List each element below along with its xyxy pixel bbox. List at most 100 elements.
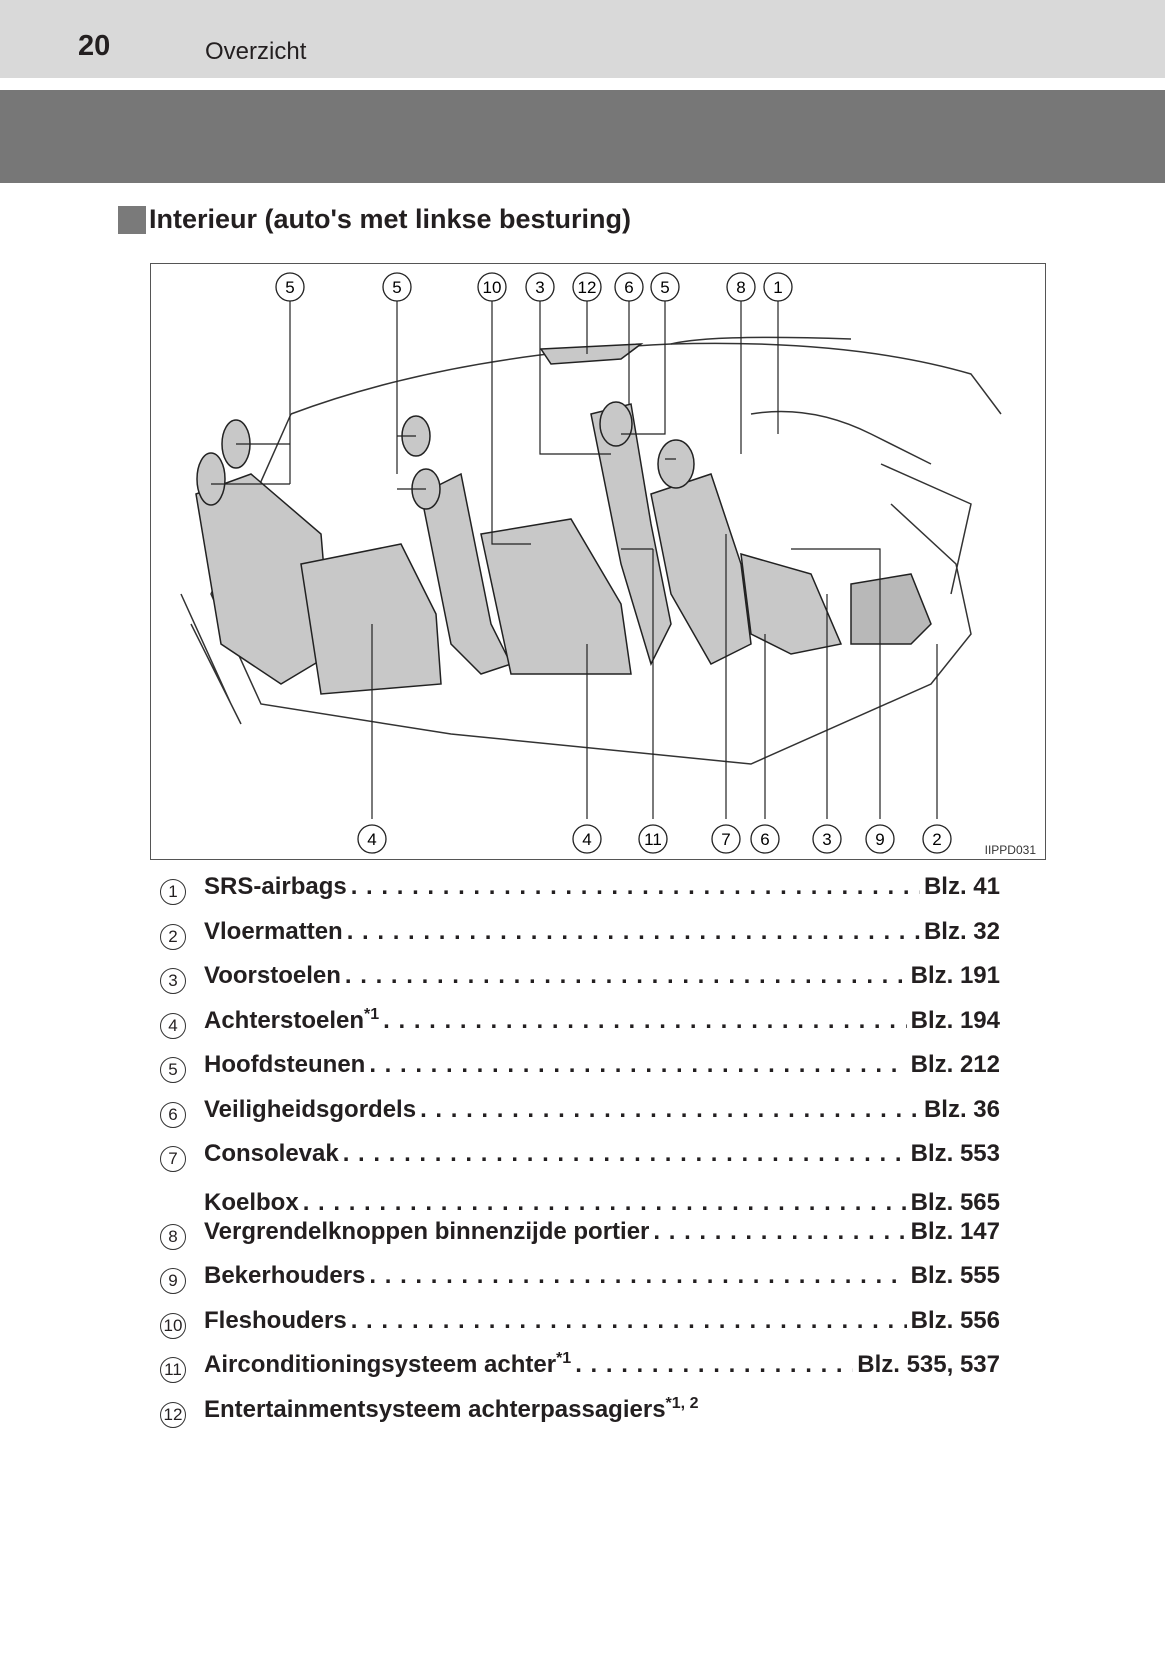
list-item: 1 SRS-airbags Blz. 41 bbox=[160, 872, 1000, 917]
item-label-text: Achterstoelen bbox=[204, 1006, 365, 1034]
item-page-ref: Blz. 41 bbox=[923, 873, 1000, 900]
item-number: 2 bbox=[160, 923, 186, 950]
callout-number: 4 bbox=[367, 830, 376, 849]
list-item: 7ConsolevakBlz. 553 bbox=[160, 1139, 1000, 1184]
callout-circle bbox=[382, 272, 412, 302]
callout-circle bbox=[275, 272, 305, 302]
item-number: 10 bbox=[160, 1312, 186, 1339]
callout-number: 8 bbox=[736, 278, 745, 297]
dot-leader bbox=[345, 962, 907, 990]
item-label: Airconditioningsysteem achter*1 bbox=[204, 1350, 571, 1379]
item-label-text: SRS-airbags bbox=[204, 873, 347, 900]
item-footnote: *1 bbox=[364, 1005, 380, 1023]
item-page-ref: Blz. 535, 537 bbox=[857, 1351, 1000, 1378]
callout-circle bbox=[572, 272, 602, 302]
list-item: 11 Airconditioningsysteem achter*1 Blz. 53… bbox=[160, 1350, 1000, 1395]
page-header: 20 Overzicht bbox=[0, 0, 1165, 78]
callout-number: 5 bbox=[285, 278, 294, 297]
item-label: Fleshouders bbox=[204, 1306, 347, 1335]
callout-circle bbox=[812, 824, 842, 854]
list-item: 2 Vloermatten Blz. 32 bbox=[160, 917, 1000, 962]
item-page-ref: Blz. 555 bbox=[910, 1262, 1000, 1289]
chapter-band bbox=[0, 90, 1165, 183]
callout-number: 3 bbox=[535, 278, 544, 297]
item-footnote: *1, 2 bbox=[665, 1394, 699, 1412]
item-label: Vloermatten bbox=[204, 917, 343, 946]
item-label: Entertainmentsysteem achterpassagiers*1,… bbox=[204, 1395, 698, 1424]
callout-number: 6 bbox=[624, 278, 633, 297]
item-label-text: Vloermatten bbox=[204, 917, 343, 945]
item-page-ref: Blz. 32 bbox=[923, 917, 1000, 945]
item-label: Consolevak bbox=[204, 1139, 339, 1168]
callout-number: 12 bbox=[578, 278, 597, 297]
dot-leader bbox=[369, 1262, 906, 1290]
list-item: 6 Veiligheidsgordels Blz. 36 bbox=[160, 1095, 1000, 1140]
item-page-ref: Blz. 36 bbox=[923, 1095, 1000, 1123]
callout-circle bbox=[711, 824, 741, 854]
callout-number: 7 bbox=[721, 830, 730, 849]
callout-circle bbox=[763, 272, 793, 302]
item-label: Hoofdsteunen bbox=[204, 1050, 365, 1079]
callout-number: 10 bbox=[483, 278, 502, 297]
item-label-text: Consolevak bbox=[204, 1140, 339, 1167]
item-page-ref: Blz. 556 bbox=[910, 1306, 1000, 1334]
item-number: 12 bbox=[160, 1401, 186, 1428]
item-label-text: Koelbox bbox=[204, 1188, 299, 1216]
list-item: 12 Entertainmentsysteem achterpassagiers*… bbox=[160, 1395, 1000, 1440]
heading-marker bbox=[118, 205, 146, 234]
callout-number: 1 bbox=[773, 278, 782, 297]
item-label: Koelbox bbox=[204, 1188, 299, 1217]
item-number: 4 bbox=[160, 1012, 186, 1039]
section-heading: Interieur (auto's met linkse besturing) bbox=[118, 204, 631, 235]
list-item: 5HoofdsteunenBlz. 212 bbox=[160, 1050, 1000, 1095]
item-label-text: Fleshouders bbox=[204, 1306, 347, 1334]
leader-lines bbox=[211, 299, 938, 819]
seats bbox=[195, 343, 932, 695]
item-footnote: *1 bbox=[556, 1350, 572, 1367]
callout-circle bbox=[614, 272, 644, 302]
item-label-text: Entertainmentsysteem achterpassagiers bbox=[204, 1395, 666, 1423]
callout-circle bbox=[477, 272, 507, 302]
callout-number: 11 bbox=[644, 830, 662, 849]
item-label: Voorstoelen bbox=[204, 961, 341, 990]
item-page-ref: Blz. 191 bbox=[910, 962, 1000, 989]
callout-circle bbox=[525, 272, 555, 302]
callout-circle bbox=[638, 824, 668, 854]
callout-circle bbox=[750, 824, 780, 854]
callout-number: 4 bbox=[582, 830, 591, 849]
callout-number: 5 bbox=[660, 278, 669, 297]
dot-leader bbox=[343, 1140, 907, 1168]
item-label: Veiligheidsgordels bbox=[204, 1095, 416, 1124]
item-number: 8 bbox=[160, 1223, 186, 1250]
item-label-text: Veiligheidsgordels bbox=[204, 1095, 417, 1123]
item-number: 11 bbox=[160, 1357, 186, 1383]
item-number: 6 bbox=[160, 1101, 186, 1128]
dot-leader bbox=[347, 918, 920, 946]
callout-number: 2 bbox=[932, 830, 941, 849]
item-label-text: Hoofdsteunen bbox=[204, 1051, 366, 1078]
dot-leader bbox=[303, 1189, 907, 1217]
item-number: 9 bbox=[160, 1268, 186, 1294]
page-number: 20 bbox=[78, 30, 111, 62]
callout-number: 9 bbox=[875, 830, 884, 849]
item-page-ref: Blz. 212 bbox=[910, 1051, 1000, 1078]
heading-text: Interieur (auto's met linkse besturing) bbox=[149, 204, 632, 234]
item-label: Bekerhouders bbox=[204, 1261, 365, 1290]
dot-leader bbox=[351, 1307, 907, 1335]
list-item: 10 Fleshouders Blz. 556 bbox=[160, 1306, 1000, 1351]
item-number: 7 bbox=[160, 1146, 186, 1172]
callout-circle bbox=[865, 824, 895, 854]
item-number: 1 bbox=[160, 879, 186, 905]
item-label: Achterstoelen*1 bbox=[204, 1006, 379, 1035]
list-item: 3VoorstoelenBlz. 191 bbox=[160, 961, 1000, 1006]
callout-number: 3 bbox=[822, 830, 831, 849]
callout-circle bbox=[922, 824, 952, 854]
callout-circle bbox=[726, 272, 756, 302]
callout-circle bbox=[650, 272, 680, 302]
callout-circle bbox=[357, 824, 387, 854]
item-label-text: Airconditioningsysteem achter bbox=[204, 1351, 557, 1378]
